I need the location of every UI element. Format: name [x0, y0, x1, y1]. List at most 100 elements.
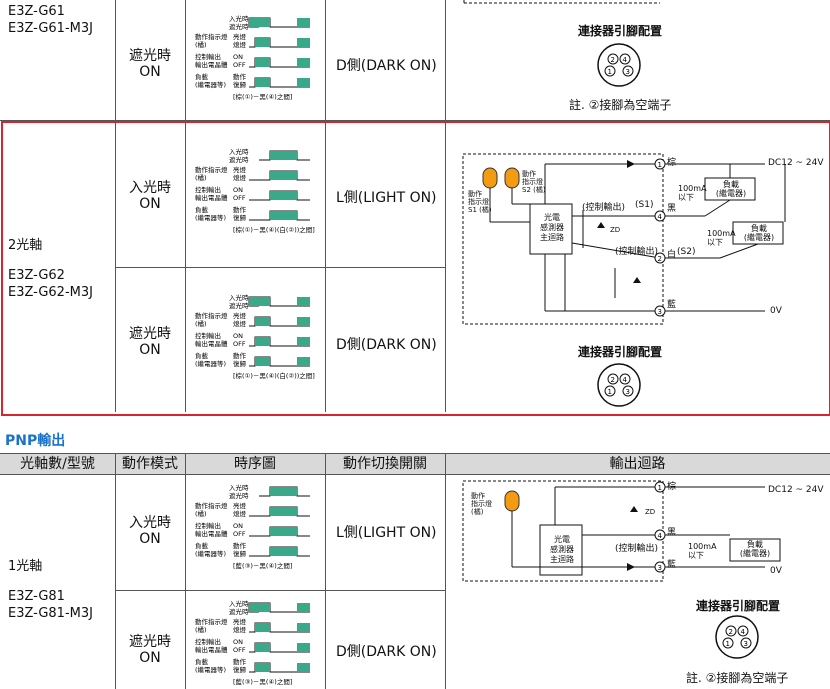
- npn-ctrl1: (控制輸出): [582, 203, 626, 213]
- pnp-zero: 0V: [770, 566, 782, 576]
- label-light-off: 遮光時: [229, 607, 249, 616]
- npn-ind-s1: 動作 指示燈 S1 (橘): [468, 190, 492, 214]
- svg-text:4: 4: [623, 56, 628, 64]
- row-label: (繼電器等): [195, 80, 226, 89]
- row-label: 輸出電晶體: [195, 339, 228, 348]
- row-label: (繼電器等): [195, 359, 226, 368]
- row-label: 控制輸出: [195, 331, 221, 340]
- pnp-dc: DC12 ~ 24V: [768, 485, 824, 495]
- switch-light-on: L側(LIGHT ON): [336, 190, 437, 206]
- row-label: 負載: [195, 657, 209, 666]
- row-label-on: 動作: [233, 72, 247, 81]
- row-label-off: 熄燈: [233, 319, 247, 328]
- timing-pulse: [297, 663, 310, 672]
- mode-light-on: 入光時 ON: [129, 180, 171, 212]
- row-label: 動作指示燈: [195, 501, 228, 510]
- label-light-off: 遮光時: [229, 301, 249, 310]
- timing-pulse: [255, 58, 270, 67]
- circuit-fragment-top: [463, 0, 660, 4]
- pnp-brown: 棕: [667, 482, 677, 492]
- row-label: 負載: [195, 541, 209, 550]
- svg-text:2: 2: [611, 56, 615, 64]
- timing-pulse: [297, 38, 310, 47]
- npn-load2: 負載 (繼電器): [743, 224, 775, 242]
- row-label: 負載: [195, 351, 209, 360]
- timing-pulse: [255, 78, 270, 87]
- timing-pulse: [297, 297, 310, 306]
- svg-text:1: 1: [608, 388, 612, 396]
- header-axis: 光軸數/型號: [20, 456, 95, 472]
- npn-ctrl2: (控制輸出): [615, 247, 659, 257]
- row-label-on: 亮燈: [233, 501, 247, 510]
- timing-pulse: [297, 78, 310, 87]
- connector-note: 註. ②接腳為空端子: [569, 98, 672, 112]
- svg-text:4: 4: [658, 213, 663, 221]
- npn-white: 白: [667, 250, 677, 260]
- row-label: 動作指示燈: [195, 617, 228, 626]
- timing-pulse: [270, 547, 297, 556]
- row-label-on: 動作: [233, 351, 247, 360]
- row-label-off: 復歸: [233, 549, 247, 558]
- npn-ind-s2: 動作 指示燈 S2 (橘): [522, 170, 546, 194]
- timing-pulse: [297, 603, 310, 612]
- svg-text:3: 3: [658, 564, 662, 572]
- row-label-off: OFF: [233, 61, 246, 69]
- row-label-on: 亮燈: [233, 32, 247, 41]
- row-label: 控制輸出: [195, 52, 221, 61]
- connector-note-pnp: 註. ②接腳為空端子: [686, 671, 789, 685]
- label-light-on: 入光時: [229, 293, 249, 302]
- pnp-ma: 100mA 以下: [688, 542, 717, 560]
- timing-pulse: [270, 171, 297, 180]
- mode-dark-on-2: 遮光時 ON: [129, 326, 171, 358]
- row-label: 動作指示燈: [195, 165, 228, 174]
- svg-text:3: 3: [626, 68, 630, 76]
- npn-zero: 0V: [770, 306, 782, 316]
- row-label-off: 復歸: [233, 213, 247, 222]
- label-light-off: 遮光時: [229, 155, 249, 164]
- timing-pulse: [270, 191, 297, 200]
- row-label-off: 熄燈: [233, 173, 247, 182]
- timing-between: [棕(①)－黑(④)(白(②))之間]: [233, 371, 315, 380]
- row-label: (繼電器等): [195, 549, 226, 558]
- npn-dc: DC12 ~ 24V: [768, 158, 824, 168]
- model-g81: E3Z-G81: [8, 589, 65, 604]
- row-label: (橘): [195, 625, 207, 634]
- npn-brown: 棕: [667, 158, 677, 168]
- svg-text:2: 2: [658, 255, 662, 263]
- row-label-off: 熄燈: [233, 40, 247, 49]
- pnp-load: 負載 (繼電器): [739, 540, 771, 558]
- connector-pin-diagram-pnp: 2 4 1 3: [715, 615, 759, 659]
- header-timing: 時序圖: [234, 456, 276, 472]
- label-light-on: 入光時: [229, 483, 249, 492]
- svg-text:1: 1: [608, 68, 612, 76]
- npn-ma1: 100mA 以下: [678, 184, 707, 202]
- row-label-off: 復歸: [233, 665, 247, 674]
- svg-text:1: 1: [658, 484, 662, 492]
- timing-pulse: [255, 337, 270, 346]
- row-label: 負載: [195, 72, 209, 81]
- npn-ma2: 100mA 以下: [707, 229, 736, 247]
- row-label-on: 亮燈: [233, 617, 247, 626]
- connector-pin-diagram: 2 4 1 3: [597, 43, 641, 87]
- label-light-off: 遮光時: [229, 491, 249, 500]
- timing-between: [藍(③)－黑(④)之間]: [233, 561, 292, 570]
- timing-pulse: [249, 297, 270, 306]
- timing-pulse: [297, 643, 310, 652]
- npn-s1: (S1): [635, 200, 654, 210]
- timing-pulse: [297, 58, 310, 67]
- label-light-off: 遮光時: [229, 22, 249, 31]
- row-label-off: OFF: [233, 530, 246, 538]
- row-label-on: 動作: [233, 657, 247, 666]
- npn-black: 黑: [667, 204, 677, 214]
- row-label: 控制輸出: [195, 637, 221, 646]
- npn-blue: 藍: [667, 300, 677, 310]
- pnp-blue: 藍: [667, 560, 677, 570]
- row-label-on: ON: [233, 186, 243, 194]
- switch-light-on-pnp: L側(LIGHT ON): [336, 525, 437, 541]
- row-label-on: 亮燈: [233, 311, 247, 320]
- timing-between: [藍(③)－黑(④)之間]: [233, 677, 292, 686]
- row-label-off: OFF: [233, 194, 246, 202]
- row-label-on: 亮燈: [233, 165, 247, 174]
- row-label: 動作指示燈: [195, 311, 228, 320]
- header-circuit: 輸出迴路: [609, 456, 666, 472]
